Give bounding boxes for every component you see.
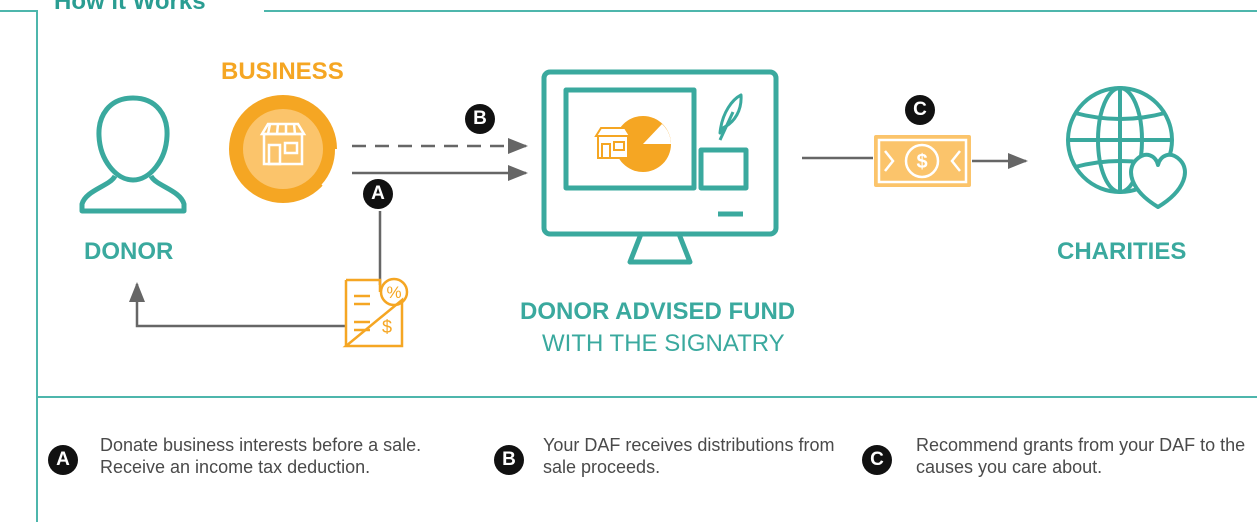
legend-text-c: Recommend grants from your DAF to the ca… <box>916 435 1246 477</box>
badge-c: C <box>905 95 935 125</box>
daf-title-label: DONOR ADVISED FUND <box>520 298 796 325</box>
frame-divider <box>36 396 1257 398</box>
legend-badge-c: C <box>862 445 892 475</box>
charities-label: CHARITIES <box>1057 238 1187 265</box>
dollar-bill-icon <box>874 135 971 187</box>
legend-text-a: Donate business interests before a sale.… <box>100 435 422 477</box>
tax-document-icon <box>342 277 409 348</box>
legend-text-b: Your DAF receives distributions from sal… <box>543 435 835 477</box>
legend-badge-b: B <box>494 445 524 475</box>
monitor-screen-chart <box>594 116 671 172</box>
donor-label: DONOR <box>84 238 174 265</box>
daf-subtitle-label: WITH THE SIGNATRY <box>542 330 785 357</box>
person-icon <box>79 95 187 214</box>
business-label: BUSINESS <box>221 58 344 85</box>
return-arrow-to-donor <box>129 282 345 328</box>
badge-b: B <box>465 104 495 134</box>
percent-glyph: % <box>386 283 401 302</box>
page-title: How it Works <box>48 0 212 16</box>
computer-monitor-icon <box>541 69 779 265</box>
bill-dollar-glyph: $ <box>916 151 927 173</box>
legend-badge-a: A <box>48 445 78 475</box>
dollar-glyph: $ <box>382 317 392 337</box>
storefront-icon <box>229 95 340 203</box>
heart-shape <box>1129 152 1187 209</box>
badge-a: A <box>363 179 393 209</box>
frame-left <box>36 10 38 522</box>
frame-top-right <box>264 10 1257 12</box>
frame-top-left <box>0 10 36 12</box>
